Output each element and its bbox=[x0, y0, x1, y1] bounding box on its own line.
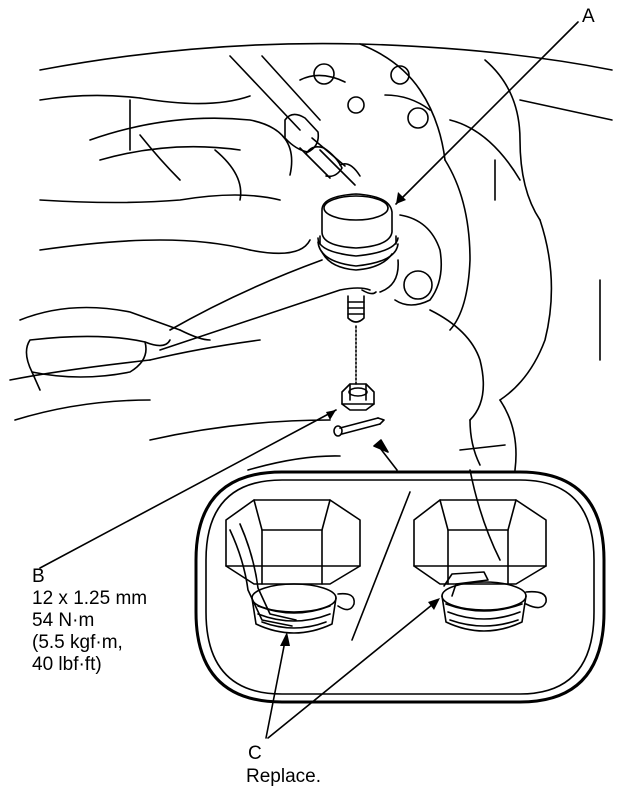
inset-panel bbox=[194, 470, 606, 704]
knuckle-housing bbox=[39, 42, 613, 471]
leader-b-arrowhead bbox=[326, 410, 336, 420]
leader-a bbox=[395, 21, 579, 205]
callout-c-block: C Replace. bbox=[246, 742, 321, 788]
callout-c-note: Replace. bbox=[246, 766, 321, 787]
leader-c-left-arrowhead bbox=[280, 632, 290, 646]
cotter-pin bbox=[333, 417, 385, 437]
leader-a-arrowhead bbox=[396, 192, 406, 204]
callout-a-letter: A bbox=[582, 6, 595, 27]
lower-arm bbox=[9, 306, 261, 421]
castle-nut bbox=[341, 383, 375, 411]
callout-c-letter: C bbox=[248, 743, 262, 764]
callout-b-torque-nm: 54 N·m bbox=[32, 610, 95, 631]
callout-b-torque-kgf: (5.5 kgf·m, bbox=[32, 632, 123, 653]
tie-rod bbox=[229, 55, 361, 186]
callout-b-torque-lbf: 40 lbf·ft) bbox=[32, 654, 102, 675]
callout-b-block: B 12 x 1.25 mm 54 N·m (5.5 kgf·m, 40 lbf… bbox=[32, 566, 147, 676]
leader-b bbox=[39, 409, 337, 569]
inset-left-nut bbox=[225, 499, 361, 634]
inset-pointer bbox=[373, 439, 398, 471]
inset-right-nut bbox=[413, 499, 547, 632]
leader-c-right bbox=[267, 599, 439, 739]
leader-c-left bbox=[265, 635, 287, 739]
callout-b-size: 12 x 1.25 mm bbox=[32, 588, 148, 609]
tie-rod-end bbox=[159, 193, 399, 351]
leader-c-right-arrowhead bbox=[428, 598, 440, 610]
upper-arm bbox=[39, 117, 311, 255]
callout-b-letter: B bbox=[32, 566, 45, 587]
